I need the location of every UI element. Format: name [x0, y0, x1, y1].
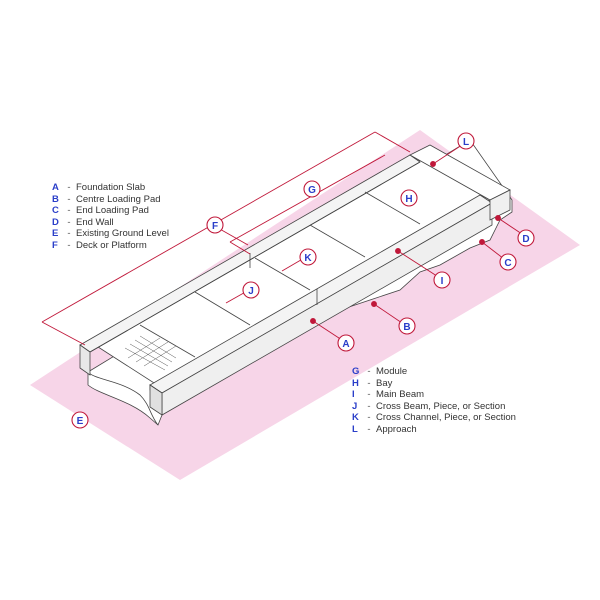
svg-text:C: C	[504, 258, 511, 269]
legend-item-d: D-End Wall	[52, 216, 114, 228]
callout-c: C	[499, 253, 517, 271]
svg-text:D: D	[522, 234, 529, 245]
legend-item-i: I-Main Beam	[352, 389, 425, 401]
callout-j: J	[242, 281, 260, 299]
legend-item-b: B-Centre Loading Pad	[52, 193, 161, 205]
svg-text:H: H	[405, 194, 412, 205]
svg-text:A: A	[342, 339, 349, 350]
callout-d: D	[517, 229, 535, 247]
legend-right: G-Module H-Bay I-Main Beam J-Cross Beam,…	[352, 366, 516, 436]
callout-k: K	[299, 248, 317, 266]
svg-text:I: I	[441, 276, 444, 287]
legend-item-f: F-Deck or Platform	[52, 239, 147, 251]
legend-item-a: A-Foundation Slab	[52, 182, 146, 193]
svg-text:F: F	[212, 221, 218, 232]
legend-item-c: C-End Loading Pad	[52, 205, 149, 217]
callout-e: E	[71, 411, 89, 429]
callout-l: L	[457, 132, 475, 150]
callouts: A B C D E F G H I J K L	[71, 132, 535, 429]
svg-text:E: E	[77, 416, 84, 427]
legend-item-h: H-Bay	[352, 377, 393, 389]
mesh-detail	[124, 335, 177, 371]
legend-item-e: E-Existing Ground Level	[52, 228, 169, 240]
legend-left: A-Foundation Slab B-Centre Loading Pad C…	[52, 182, 169, 252]
legend-item-k: K-Cross Channel, Piece, or Section	[352, 412, 516, 424]
legend-item-j: J-Cross Beam, Piece, or Section	[352, 400, 506, 412]
callout-f: F	[206, 216, 224, 234]
callout-b: B	[398, 317, 416, 335]
svg-text:B: B	[403, 322, 410, 333]
legend-item-l: L-Approach	[352, 423, 417, 435]
callout-i: I	[433, 271, 451, 289]
svg-text:G: G	[308, 185, 316, 196]
callout-g: G	[303, 180, 321, 198]
svg-text:J: J	[248, 286, 254, 297]
legend-item-g: G-Module	[352, 366, 408, 377]
callout-h: H	[400, 189, 418, 207]
svg-text:L: L	[463, 137, 469, 148]
svg-text:K: K	[304, 253, 312, 264]
callout-a: A	[337, 334, 355, 352]
